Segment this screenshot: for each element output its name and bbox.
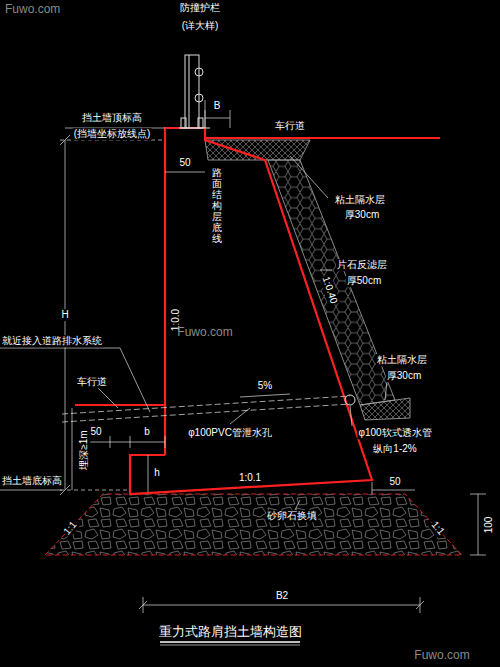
title-underline: [160, 645, 300, 646]
clay-layer-bottom: [360, 398, 410, 420]
dimension-label: 100: [483, 516, 495, 535]
drawing-stroke: [185, 55, 199, 128]
gravel-foundation: [45, 494, 462, 555]
drawing-stroke: [181, 118, 186, 128]
drawing-stroke: [195, 68, 203, 76]
layer-label: 厚30cm: [386, 370, 422, 382]
drawing-stroke: [0, 348, 120, 349]
drawing-stroke: [230, 110, 231, 128]
guardrail: [179, 55, 210, 128]
drawing-stroke: [195, 94, 203, 102]
dimension-label: 50: [388, 476, 401, 488]
drain-pipe: [62, 396, 350, 414]
drawing-stroke: [120, 348, 150, 412]
wall-outline: [130, 128, 372, 494]
drawing-stroke: [478, 494, 479, 555]
watermark: Fuwo.com: [176, 326, 233, 340]
layer-label: 厚50cm: [346, 275, 382, 287]
part-label: 纵向1-2%: [372, 443, 417, 455]
elevation-label: 挡土墙顶标高: [81, 112, 143, 124]
road-label: 车行道: [274, 120, 306, 132]
layer-label: 砂卵石换填: [266, 510, 318, 522]
drawing-stroke: [350, 406, 352, 426]
drain-pipe: [62, 404, 350, 422]
part-label: φ100软式透水管: [357, 427, 432, 439]
dimension-label: 50: [89, 426, 102, 438]
drawing-stroke: [230, 408, 250, 424]
drawing-stroke: [165, 436, 166, 448]
layer-label: 片石反滤层: [336, 259, 388, 271]
dimension-label: H: [60, 309, 69, 321]
drawing-stroke: [320, 270, 332, 271]
dimension-label: 埋深≥1m: [78, 429, 90, 470]
dimension-label: h: [153, 467, 161, 479]
drawing-stroke: [143, 605, 420, 606]
layer-label: 粘土隔水层: [334, 194, 386, 206]
dimension-label: B: [213, 100, 222, 112]
drawing-stroke: [290, 156, 328, 198]
drawing-title: 重力式路肩挡土墙构造图: [157, 623, 304, 641]
drawing-stroke: [372, 482, 373, 494]
dimension-label: B2: [275, 590, 289, 602]
slope-label: 5%: [257, 380, 273, 392]
part-label: (详大样): [181, 20, 220, 32]
drawing-stroke: [470, 555, 486, 556]
layer-label: 厚30cm: [344, 209, 380, 221]
part-label: φ100PVC管泄水孔: [187, 427, 273, 439]
watermark: Fuwo.com: [413, 649, 470, 663]
drawing-stroke: [240, 394, 290, 397]
drawing-stroke: [205, 118, 230, 119]
note-label: 就近接入道路排水系统: [1, 335, 103, 347]
title-underline: [160, 641, 300, 642]
road-label: 车行道: [76, 376, 108, 388]
part-label: 防撞护栏: [179, 2, 221, 14]
road-top: [205, 137, 440, 139]
slope-label: 1:0.1: [238, 472, 262, 484]
dimension-label: 50: [178, 157, 191, 169]
drawing-stroke: [416, 601, 424, 609]
drain-tube: [345, 395, 355, 405]
drawing-stroke: [189, 55, 190, 128]
drawing-stroke: [372, 490, 415, 491]
drawing-stroke: [130, 436, 131, 448]
drawing-stroke: [198, 118, 203, 128]
drawing-stroke: [295, 500, 300, 510]
drawing-stroke: [98, 388, 118, 408]
layer-label: 路面结构层底线: [211, 167, 223, 244]
drawing-stroke: [0, 490, 62, 491]
elevation-label: 挡土墙底标高: [1, 475, 63, 487]
drawing-stroke: [82, 442, 165, 443]
filter-layer: [268, 160, 395, 405]
drawing-stroke: [205, 100, 206, 128]
dimension-lines: [0, 100, 486, 613]
watermark: Fuwo.com: [4, 3, 61, 17]
drawing-stroke: [60, 490, 130, 491]
drawing-stroke: [72, 408, 73, 490]
elevation-label: (挡墙坐标放线点): [73, 128, 152, 140]
drawing-stroke: [165, 172, 205, 173]
drawing-stroke: [110, 436, 111, 448]
road-bottom: [75, 404, 165, 406]
dimension-label: b: [143, 426, 151, 438]
drawing-stroke: [139, 601, 147, 609]
drawing-stroke: [470, 494, 486, 495]
layer-label: 粘土隔水层: [376, 354, 428, 366]
drawing-stroke: [148, 455, 149, 492]
